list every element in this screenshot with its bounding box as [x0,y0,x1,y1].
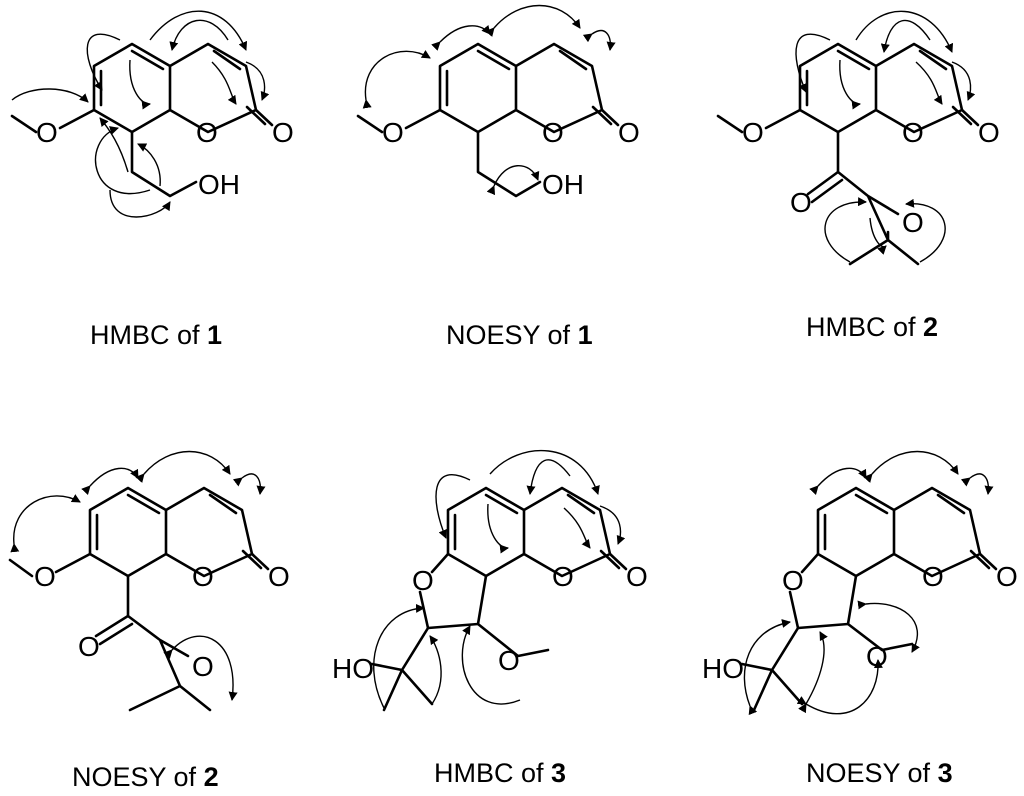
ring-oxygen: O [552,561,574,592]
molecule-3-noesy [740,486,998,712]
panel-hmbc-2: O O O O O HMBC of 2 [716,10,1000,342]
hydroxyl-label: OH [198,169,240,200]
caption-noesy-1: NOESY of 1 [446,320,593,350]
panel-noesy-2: O O O O O NOESY of 2 [8,450,290,792]
panel-hmbc-3: O O O O HO HMBC of 3 [332,449,648,788]
carbonyl-oxygen: O [626,561,648,592]
carbonyl-oxygen: O [978,117,1000,148]
hmbc-correlations-3 [373,449,626,709]
molecule-2-noesy [8,486,270,712]
noesy-correlations-1 [362,4,616,196]
epoxide-oxygen: O [192,651,214,682]
caption-hmbc-2: HMBC of 2 [806,312,938,342]
ring-oxygen: O [542,117,564,148]
methoxy-oxygen: O [498,645,520,676]
carbonyl-oxygen: O [268,561,290,592]
methoxy-oxygen: O [866,641,888,672]
hmbc-correlations-2 [795,10,976,263]
carbonyl-oxygen: O [272,117,294,148]
caption-noesy-2: NOESY of 2 [72,762,219,792]
methoxy-oxygen: O [34,561,56,592]
caption-hmbc-1: HMBC of 1 [90,320,222,350]
ketone-oxygen: O [790,187,812,218]
furan-oxygen: O [782,565,804,596]
hydroxyl-label: HO [702,653,744,684]
noesy-correlations-2 [10,450,266,701]
epoxide-oxygen: O [902,207,924,238]
ring-oxygen: O [196,117,218,148]
molecule-3-hmbc [370,486,628,712]
caption-hmbc-3: HMBC of 3 [434,758,566,788]
methoxy-oxygen: O [742,117,764,148]
ketone-oxygen: O [78,631,100,662]
hydroxyl-label: HO [332,653,374,684]
molecule-1-hmbc [10,42,274,198]
panel-hmbc-1: O O O OH HMBC of 1 [10,10,294,350]
hmbc-correlations-1 [11,10,270,218]
methoxy-oxygen: O [36,117,58,148]
molecule-2-hmbc [716,42,980,266]
carbonyl-oxygen: O [618,117,640,148]
ring-oxygen: O [922,561,944,592]
ring-oxygen: O [902,117,924,148]
hydroxyl-label: OH [542,169,584,200]
noesy-correlations-3 [743,450,994,716]
ring-oxygen: O [192,561,214,592]
panel-noesy-1: O O O OH NOESY of 1 [356,4,640,350]
carbonyl-oxygen: O [996,561,1018,592]
panel-noesy-3: O O O O HO NOESY of 3 [702,450,1018,788]
methoxy-oxygen: O [382,117,404,148]
caption-noesy-3: NOESY of 3 [806,758,953,788]
furan-oxygen: O [412,565,434,596]
